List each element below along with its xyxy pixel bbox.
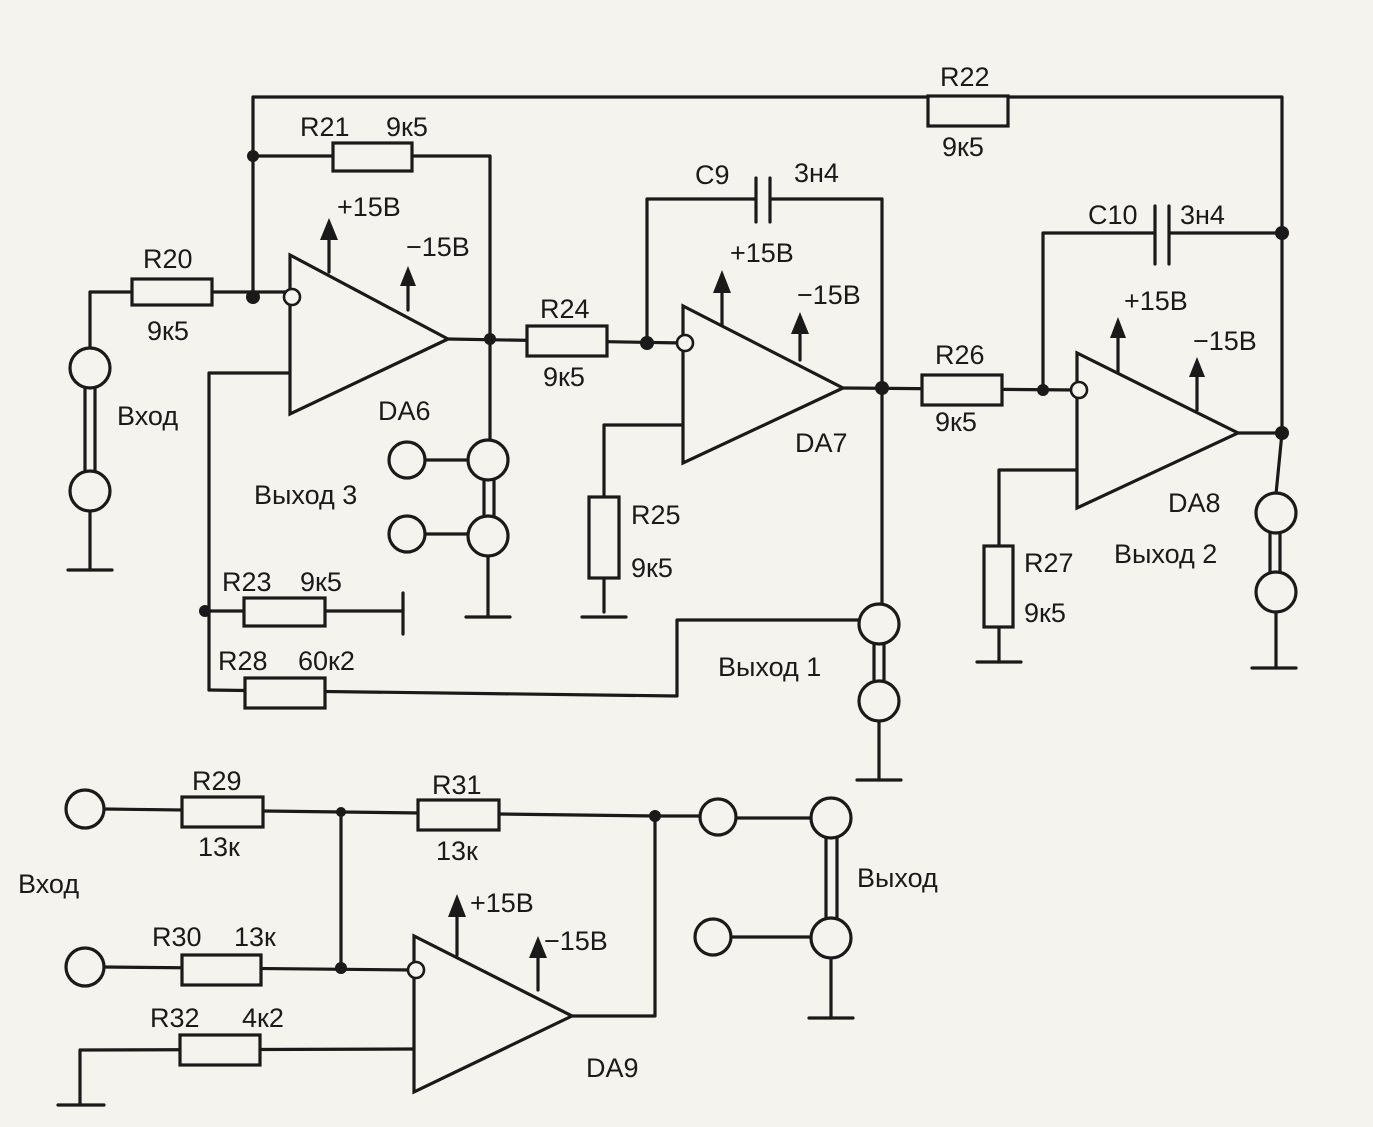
resistor-r22 [926,94,1010,128]
jacks [64,346,1298,988]
r23-label: R23 [222,567,272,597]
r20-value: 9к5 [147,316,189,346]
jack-input-1-ground [68,469,112,513]
r23-value: 9к5 [300,567,342,597]
resistor-r29 [180,795,265,829]
resistor-r30 [180,953,263,987]
r22-label: R22 [940,62,990,92]
resistor-r25 [587,495,621,580]
r24-value: 9к5 [543,362,585,392]
r25-label: R25 [631,500,681,530]
r28-label: R28 [218,646,268,676]
r29-label: R29 [192,766,242,796]
capacitor-c10 [1153,204,1171,266]
r30-value: 13к [234,922,276,952]
da8-neg-supply: −15В [1193,326,1257,356]
output-4-label: Выход [857,863,938,893]
jack-output-3-a [387,440,427,480]
r29-value: 13к [198,832,240,862]
resistor-r20 [130,277,214,307]
jack-output-4-c [693,917,733,957]
c9-value: 3н4 [794,158,839,188]
resistors [130,94,1015,1067]
output-2-label: Выход 2 [1114,539,1217,569]
jack-output-2-a [1254,491,1298,535]
resistor-r23 [242,596,327,628]
jack-output-4-d [809,916,853,960]
jack-input-2-b [64,946,106,988]
c9-label: C9 [695,160,730,190]
da9-label: DA9 [586,1053,639,1083]
da6-neg-supply: −15В [406,232,470,262]
jack-output-3-c [387,514,427,554]
resistor-r32 [178,1033,262,1067]
opamps [282,218,1242,1095]
da8-pos-supply: +15В [1124,286,1188,316]
grounds [56,568,1298,1107]
jack-input-1-signal [68,346,112,390]
r21-value: 9к5 [386,112,428,142]
r31-value: 13к [436,836,478,866]
r26-value: 9к5 [935,407,977,437]
da7-label: DA7 [795,428,848,458]
r28-value: 60к2 [298,646,355,676]
jack-output-1-b [857,679,901,723]
r25-value: 9к5 [631,553,673,583]
r20-label: R20 [143,244,193,274]
capacitor-c9 [754,176,772,224]
jack-output-1-a [857,602,901,646]
da6-label: DA6 [378,396,431,426]
jack-output-3-b [466,438,510,482]
r32-value: 4к2 [242,1003,284,1033]
r22-value: 9к5 [942,132,984,162]
da9-neg-supply: −15В [544,926,608,956]
opamp-da6 [282,218,452,417]
da7-neg-supply: −15В [797,280,861,310]
opamp-da9 [406,894,576,1095]
r21-label: R21 [300,112,350,142]
jack-output-3-d [466,514,510,558]
r27-label: R27 [1024,548,1074,578]
resistor-r24 [525,324,609,358]
c10-value: 3н4 [1180,200,1225,230]
resistor-r21 [331,141,414,173]
r30-label: R30 [152,922,202,952]
jack-output-4-a [698,797,738,837]
resistor-r27 [982,544,1015,629]
r31-label: R31 [432,770,482,800]
labels: R20 9к5 R21 9к5 R22 9к5 R23 9к5 R24 9к5 … [18,62,1257,1083]
jack-output-4-b [809,796,853,840]
jack-input-2-a [64,788,106,830]
opamp-da7 [675,270,847,466]
resistor-r31 [416,798,501,832]
jack-output-2-b [1254,570,1298,614]
da9-pos-supply: +15В [470,888,534,918]
junctions [199,150,1289,974]
resistor-r28 [243,676,327,710]
da6-pos-supply: +15В [337,192,401,222]
output-3-label: Выход 3 [254,480,357,510]
da7-pos-supply: +15В [730,238,794,268]
resistor-r26 [920,373,1004,407]
r26-label: R26 [935,340,985,370]
r24-label: R24 [540,294,590,324]
capacitors [754,176,1171,266]
da8-label: DA8 [1168,488,1221,518]
input-1-label: Вход [117,401,178,431]
r32-label: R32 [150,1003,200,1033]
opamp-da8 [1069,317,1242,511]
input-2-label: Вход [18,869,79,899]
output-1-label: Выход 1 [718,652,821,682]
c10-label: C10 [1088,200,1138,230]
r27-value: 9к5 [1024,598,1066,628]
